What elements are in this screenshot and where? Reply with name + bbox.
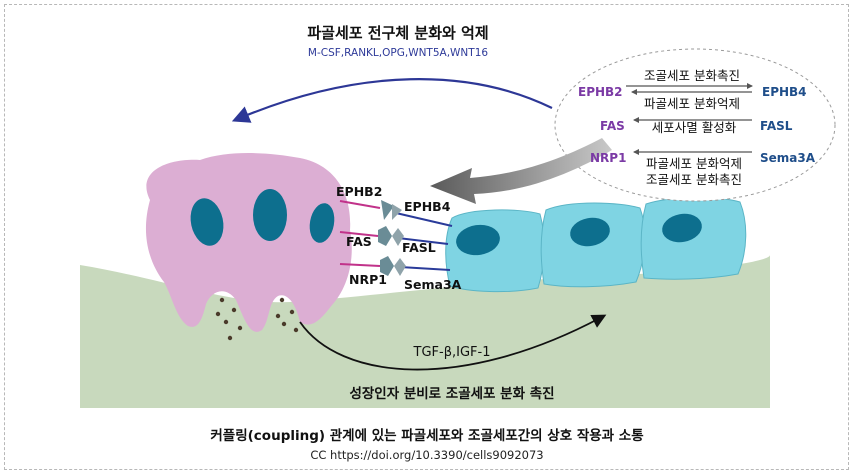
bubble-nrp1-label: NRP1 (590, 151, 626, 165)
callout-arrow (430, 138, 612, 204)
label-fas-interface: FAS (346, 234, 372, 249)
receptor-ligand-pair-ephb (339, 200, 453, 227)
label-sema3a-interface: Sema3A (404, 277, 462, 292)
osteoclast-cell (145, 153, 352, 332)
figure-caption: 커플링(coupling) 관계에 있는 파골세포와 조골세포간의 상호 작용과… (210, 427, 643, 444)
osteoblast-nucleus (570, 217, 610, 247)
label-nrp1-interface: NRP1 (349, 272, 387, 287)
signaling-bubble (554, 48, 836, 202)
precursor-factors: M-CSF,RANKL,OPG,WNT5A,WNT16 (308, 47, 488, 59)
label-ephb2-interface: EPHB2 (336, 184, 382, 199)
label-fasl-interface: FASL (402, 240, 436, 255)
growth-factor-effect: 성장인자 분비로 조골세포 분화 촉진 (349, 385, 554, 402)
osteoblast-nucleus (456, 224, 500, 256)
differentiation-arrow (231, 78, 553, 123)
bubble-row3-top: 파골세포 분화억제 (646, 156, 742, 171)
precursor-title: 파골세포 전구체 분화와 억제 (307, 24, 488, 42)
bubble-fasl-label: FASL (760, 119, 793, 133)
label-ephb4-interface: EPHB4 (404, 199, 451, 214)
osteoclast-nucleus (253, 189, 287, 241)
figure-credit: CC https://doi.org/10.3390/cells9092073 (310, 448, 543, 462)
osteoblast-nucleus (662, 213, 702, 243)
bubble-ephb4-label: EPHB4 (762, 85, 807, 99)
bubble-row3-bottom: 조골세포 분화촉진 (646, 172, 742, 187)
growth-factors-label: TGF-β,IGF-1 (413, 345, 491, 360)
figure-frame (4, 4, 849, 470)
receptor-ligand-pair-nrp (339, 256, 451, 276)
bubble-ephb2-label: EPHB2 (578, 85, 623, 99)
bone-ground (80, 255, 770, 408)
osteoclast-nucleus (190, 198, 224, 246)
resorption-particles (215, 297, 299, 341)
receptor-ligand-pair-fas (339, 226, 449, 246)
bubble-row2-top: 세포사멸 활성화 (652, 120, 737, 135)
bubble-row1-top: 조골세포 분화촉진 (644, 68, 740, 83)
growth-factor-arrow (299, 314, 607, 371)
osteoclast-nucleus (309, 203, 335, 243)
bubble-fas-label: FAS (600, 119, 625, 133)
bubble-sema3a-label: Sema3A (760, 151, 816, 165)
bubble-row1-bottom: 파골세포 분화억제 (644, 96, 740, 111)
